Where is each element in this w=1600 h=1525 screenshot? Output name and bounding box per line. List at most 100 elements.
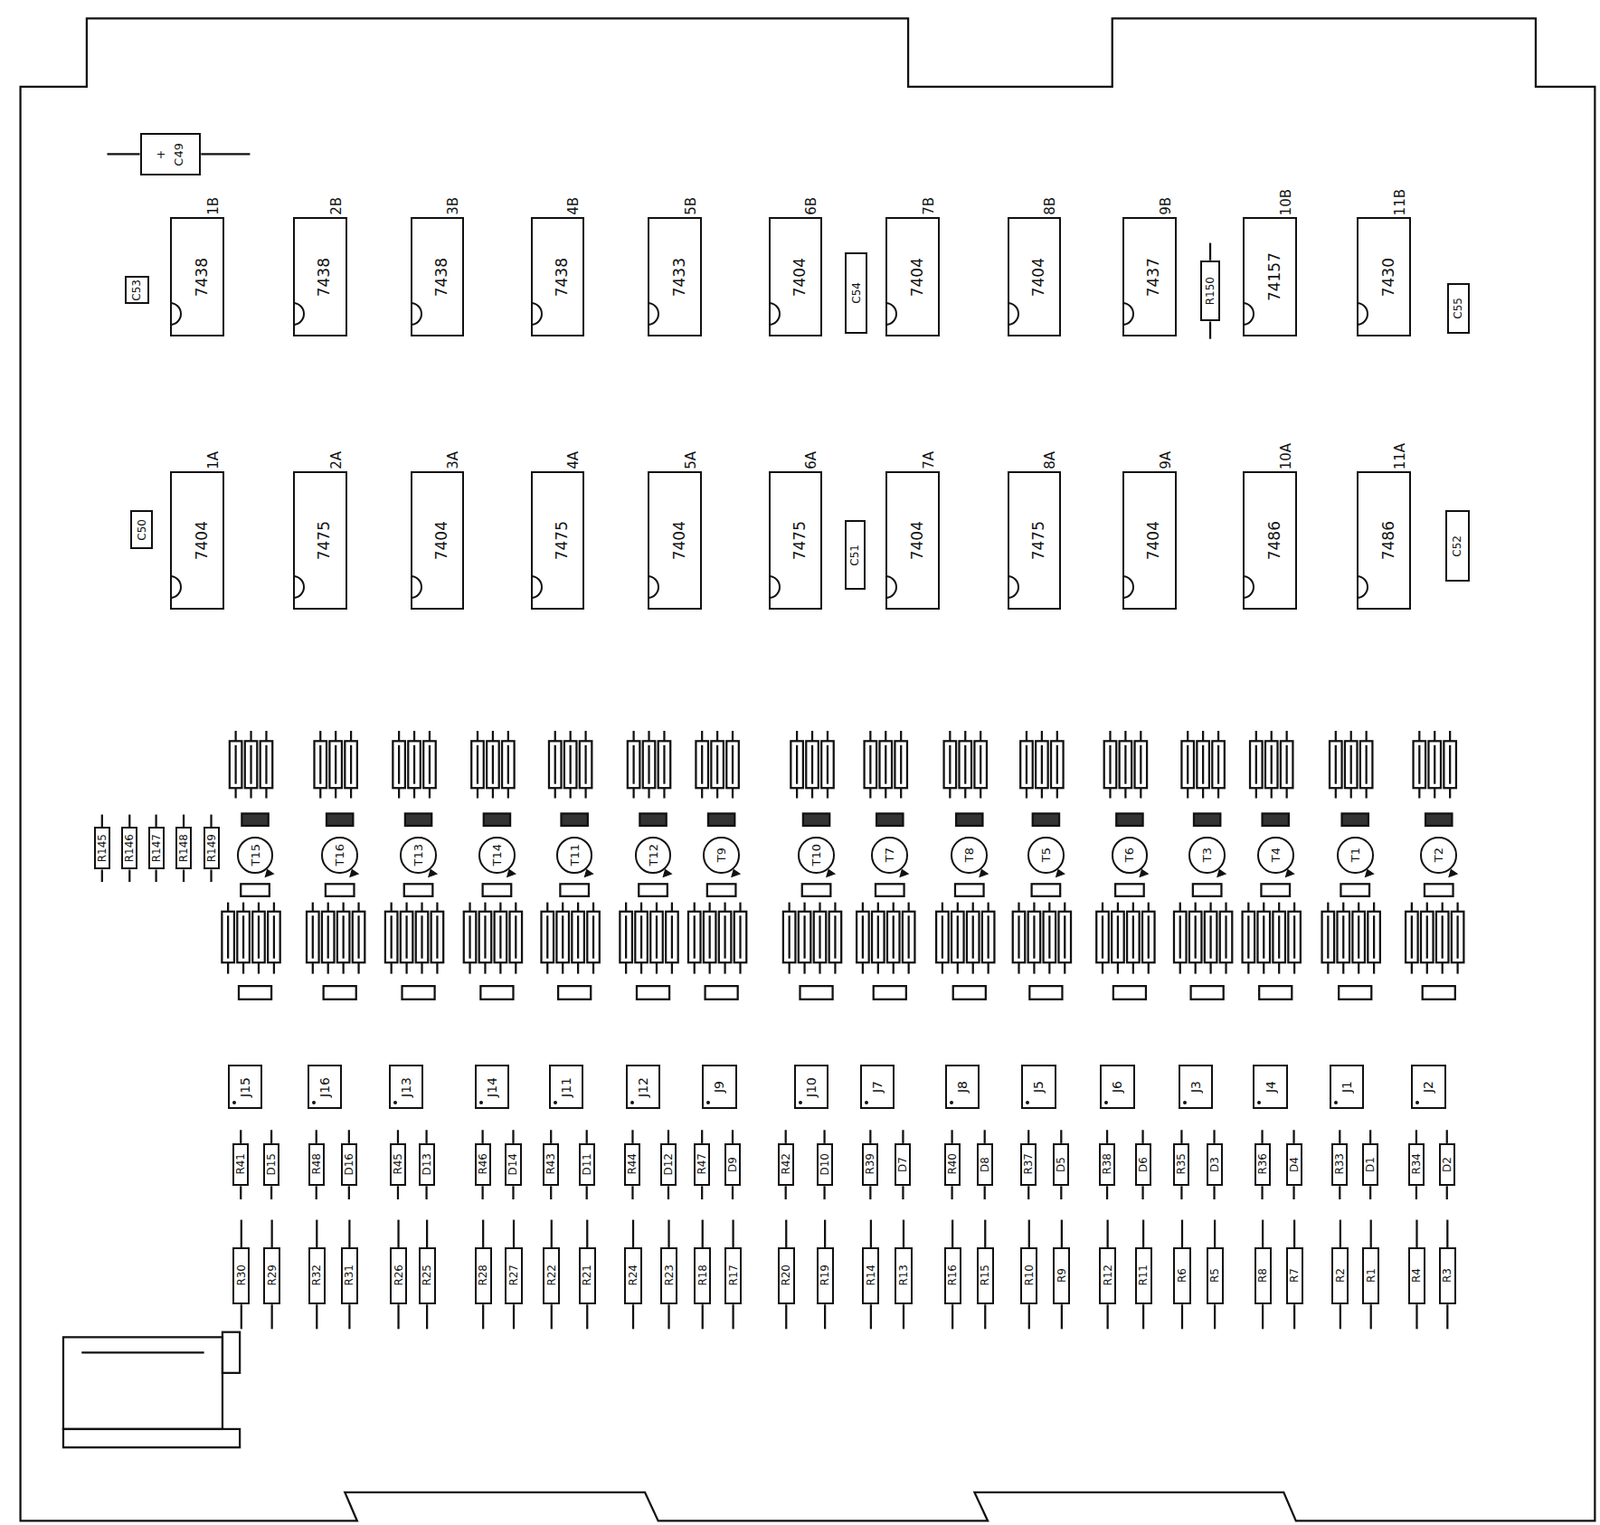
resistor-array xyxy=(1443,740,1457,788)
resistor-lead xyxy=(951,1220,954,1248)
reference-designator: J9 xyxy=(712,1080,726,1093)
resistor-lead xyxy=(731,1185,734,1200)
resistor-marking xyxy=(342,915,345,958)
resistor-marking xyxy=(1032,915,1035,958)
resistor-lead xyxy=(1446,1304,1449,1329)
resistor: R43 xyxy=(542,1143,559,1186)
ic-position-label: 5B xyxy=(684,197,699,216)
resistor-array xyxy=(1287,911,1301,963)
resistor-marking xyxy=(811,745,814,785)
resistor-marking xyxy=(1186,745,1189,785)
resistor-array xyxy=(619,911,633,963)
resistor-marking xyxy=(1108,745,1111,785)
reference-designator: T9 xyxy=(715,847,728,862)
resistor-array xyxy=(902,911,916,963)
reference-designator: D16 xyxy=(343,1153,355,1176)
resistor: R37 xyxy=(1020,1143,1037,1186)
transistor-tab xyxy=(899,869,909,877)
resistor-lead xyxy=(481,1185,483,1200)
resistor-lead xyxy=(1415,1185,1418,1200)
ic-position-label: 2B xyxy=(330,197,344,216)
resistor: R2 xyxy=(1331,1247,1349,1305)
ic-position-label: 3A xyxy=(446,451,461,470)
resistor-array xyxy=(1420,911,1434,963)
pin1-notch xyxy=(293,300,312,328)
resistor-lead xyxy=(667,1304,670,1329)
resistor-marking xyxy=(569,745,572,785)
resistor-lead xyxy=(128,814,131,828)
reference-designator: D9 xyxy=(727,1156,739,1173)
resistor: R150 xyxy=(1200,260,1222,322)
resistor: R5 xyxy=(1206,1247,1224,1305)
reference-designator: R29 xyxy=(266,1264,278,1287)
resistor-lead xyxy=(1260,1129,1263,1144)
small-component xyxy=(1340,883,1370,897)
small-component xyxy=(953,985,986,1000)
reference-designator: T10 xyxy=(810,843,823,866)
pin1-notch-arc xyxy=(293,302,304,325)
resistor-marking xyxy=(671,915,673,958)
reference-designator: R15 xyxy=(979,1264,991,1287)
resistor-array xyxy=(352,911,366,963)
reference-designator: R27 xyxy=(508,1264,520,1287)
resistor-lead xyxy=(1293,1220,1296,1248)
ic-position-label: 11B xyxy=(1393,189,1408,216)
ic-type: 7404 xyxy=(909,520,926,560)
small-component xyxy=(402,985,436,1000)
resistor-lead xyxy=(984,1220,986,1248)
resistor-array xyxy=(1181,740,1194,788)
resistor-lead xyxy=(1060,1129,1062,1144)
resistor-lead xyxy=(902,1304,905,1329)
pin1-notch-arc xyxy=(170,302,181,325)
resistor-lead xyxy=(984,1185,986,1200)
reference-designator: D8 xyxy=(979,1156,991,1173)
resistor-array xyxy=(1126,911,1140,963)
diode-bridge: J8 xyxy=(945,1064,980,1110)
resistor-marking xyxy=(655,915,658,958)
resistor: D7 xyxy=(894,1143,911,1186)
reference-designator: R14 xyxy=(865,1264,877,1287)
resistor-marking xyxy=(584,745,587,785)
reference-designator: R35 xyxy=(1175,1153,1187,1175)
resistor-lead xyxy=(785,1185,787,1200)
resistor-marking xyxy=(1025,745,1028,785)
reference-designator: T3 xyxy=(1201,847,1213,862)
resistor-marking xyxy=(1217,745,1220,785)
transistor-tab xyxy=(662,869,672,877)
pin1-notch-arc xyxy=(1007,576,1019,598)
resistor: D2 xyxy=(1439,1143,1456,1186)
small-component xyxy=(238,985,272,1000)
resistor: R48 xyxy=(308,1143,325,1186)
ic-package: 5B7433 xyxy=(647,217,702,337)
resistor-marking xyxy=(709,915,711,958)
resistor-lead xyxy=(731,1129,734,1144)
ic-position-label: 9A xyxy=(1159,451,1174,470)
resistor-lead xyxy=(950,1129,953,1144)
resistor-array xyxy=(479,911,493,963)
resistor-array xyxy=(245,740,258,788)
small-component xyxy=(873,985,907,1000)
transistor: T8 xyxy=(950,836,988,874)
resistor-lead xyxy=(586,1220,588,1248)
resistor: R147 xyxy=(148,826,165,870)
capacitor-lead xyxy=(106,152,140,155)
resistor-lead xyxy=(785,1220,787,1248)
resistor-array xyxy=(1211,740,1225,788)
small-component xyxy=(1193,813,1221,826)
resistor-lead xyxy=(631,1129,634,1144)
resistor-marking xyxy=(899,745,902,785)
reference-designator: C51 xyxy=(849,544,861,567)
reference-designator: R146 xyxy=(123,833,135,862)
pin1-notch-arc xyxy=(647,302,659,325)
resistor-marking xyxy=(390,915,393,958)
resistor-lead xyxy=(1027,1129,1030,1144)
resistor: R149 xyxy=(203,826,220,870)
resistor-array xyxy=(1196,740,1210,788)
resistor-marking xyxy=(1202,745,1204,785)
resistor-marking xyxy=(327,915,330,958)
resistor-marking xyxy=(987,915,990,958)
resistor-lead xyxy=(1415,1304,1418,1329)
resistor-lead xyxy=(348,1304,351,1329)
resistor-marking xyxy=(964,745,966,785)
resistor-array xyxy=(710,740,724,788)
